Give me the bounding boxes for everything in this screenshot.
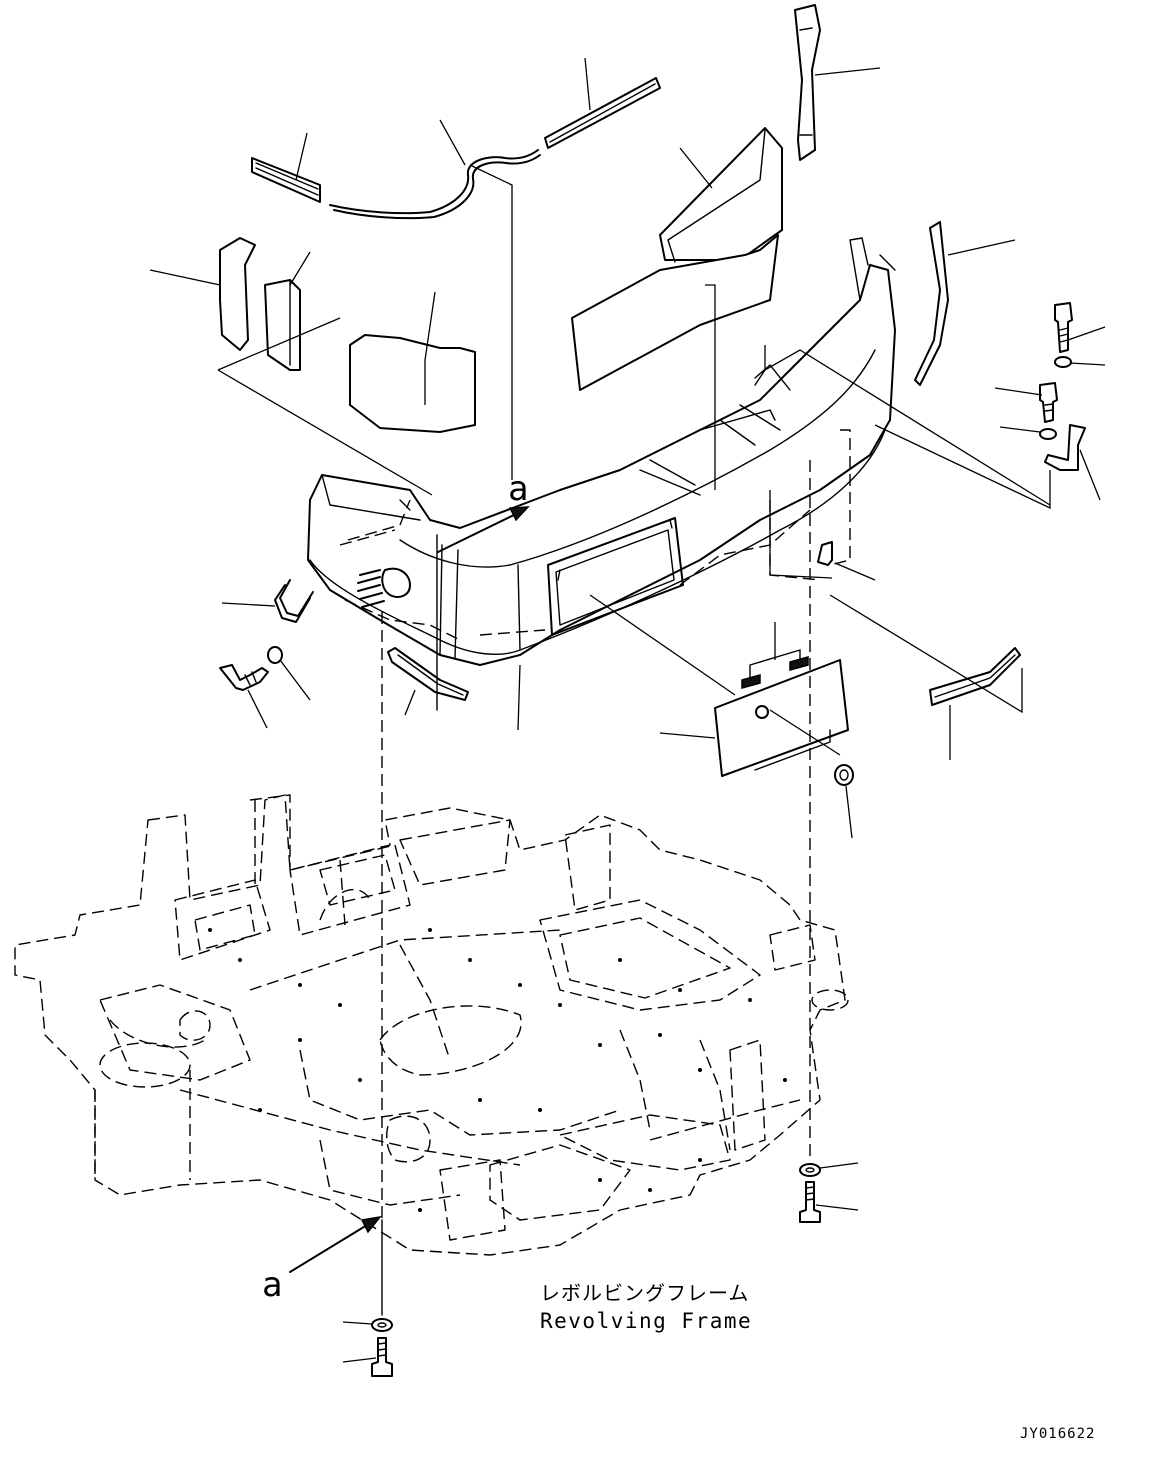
- view-arrow-bottom: a: [262, 1215, 382, 1305]
- washer-bottom-left: [342, 1318, 393, 1332]
- cover-plate: [589, 594, 854, 839]
- curved-cover: [349, 291, 476, 433]
- frame-label-english: Revolving Frame: [540, 1309, 752, 1333]
- under-seal-left: [387, 647, 521, 731]
- seal-strip-left: [251, 132, 321, 203]
- view-label-bottom: a: [262, 1265, 282, 1305]
- bolt-upper-right: [1054, 302, 1106, 368]
- seal-strip-top: [544, 57, 661, 149]
- side-trim-right: [914, 221, 1016, 386]
- group-bracket-right: [764, 345, 1051, 506]
- bolt-left: [219, 646, 311, 729]
- clip-small: [769, 490, 876, 581]
- drawing-number: JY016622: [1020, 1426, 1095, 1442]
- upper-pad: [571, 127, 783, 490]
- frame-label-japanese: レボルビングフレーム: [540, 1281, 749, 1305]
- top-corner-cover: [794, 4, 881, 161]
- bolt-bottom-right: [799, 1181, 859, 1223]
- counterweight-grille: [357, 567, 411, 608]
- revolving-frame: [14, 794, 849, 1256]
- side-cover-left: [149, 237, 256, 351]
- bolt-mid-right: [994, 382, 1058, 440]
- foam-block: [264, 251, 311, 371]
- clamp-left: [221, 579, 314, 623]
- view-label-top: a: [508, 469, 528, 509]
- washer-bottom-right: [799, 1162, 859, 1177]
- group-bracket-left: [217, 317, 433, 496]
- view-arrow-top: a: [437, 469, 530, 553]
- bolt-bottom-left: [342, 1337, 393, 1377]
- side-seal-right: [829, 594, 1023, 760]
- counterweight: [307, 237, 896, 666]
- bracket-rod: [329, 119, 541, 480]
- mount-bracket-right: [874, 424, 1101, 510]
